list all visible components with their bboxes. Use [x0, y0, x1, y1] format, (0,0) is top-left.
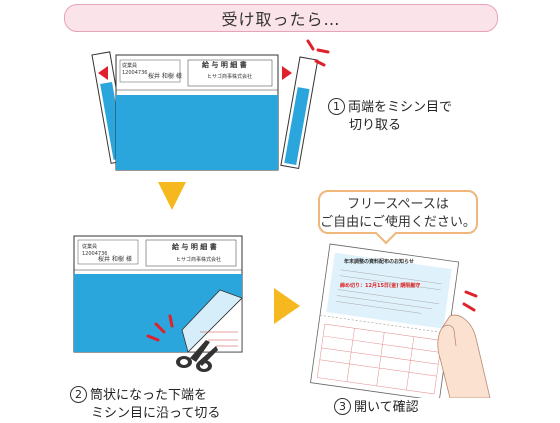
step2-line1: 筒状になった下端を — [90, 388, 208, 403]
left-cut-marker — [98, 66, 108, 80]
bubble-line2: ご自由にご使用ください。 — [320, 215, 476, 230]
slip2-id-number: 12004736 — [82, 251, 108, 257]
right-arrow-icon — [274, 288, 300, 324]
notice-title: 年末調整の資料配布のお知らせ — [344, 259, 414, 265]
step3-line1: 開いて確認 — [354, 400, 419, 415]
step2-illustration — [73, 235, 243, 372]
down-arrow-icon — [158, 182, 186, 210]
step1-illustration — [91, 39, 330, 171]
step3-illustration — [310, 243, 491, 398]
right-cut-marker — [282, 66, 292, 80]
slip2-id-label: 従業員 — [82, 244, 98, 250]
slip2-title: 給 与 明 細 書 — [172, 243, 217, 251]
banner-title: 受け取ったら… — [221, 10, 341, 29]
step2-line2: ミシン目に沿って切る — [91, 406, 221, 421]
slip2-name: 桜井 和樹 様 — [98, 256, 132, 263]
step1-line1: 両端をミシン目で — [348, 100, 453, 115]
scissors-icon — [176, 340, 218, 372]
banner: 受け取ったら… — [64, 4, 498, 32]
bubble-line1: フリースペースは — [347, 197, 449, 212]
slip1-company: ヒサゴ商事株式会社 — [207, 74, 253, 80]
step2-number: 2 — [70, 386, 87, 403]
hand-icon — [437, 314, 491, 398]
slip1-id-label: 従業員 — [122, 63, 138, 69]
slip1-id-number: 12004736 — [122, 70, 148, 76]
notice-highlight: 締め切り：12月15日(金) 期限厳守 — [340, 283, 421, 289]
slip1-title: 給 与 明 細 書 — [202, 61, 247, 69]
free-space-bubble: フリースペースは ご自由にご使用ください。 — [318, 190, 478, 234]
slip1-name: 桜井 和樹 様 — [148, 73, 182, 80]
step1-line2: 切り取る — [349, 118, 402, 133]
slip2-company: ヒサゴ商事株式会社 — [176, 257, 222, 263]
step3-number: 3 — [334, 398, 351, 415]
step1-number: 1 — [328, 98, 345, 115]
